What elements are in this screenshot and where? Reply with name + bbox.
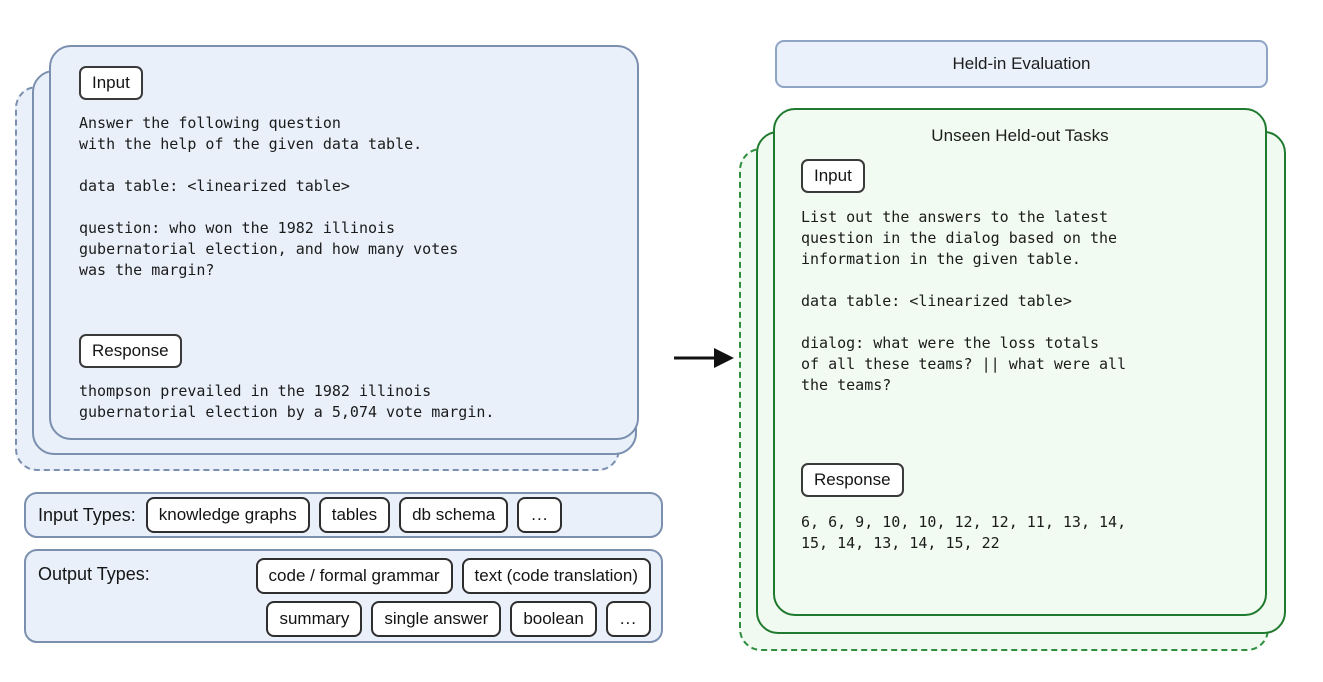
- output-types-panel: Output Types: code / formal grammar text…: [24, 549, 663, 643]
- right-input-text: List out the answers to the latest quest…: [801, 208, 1127, 394]
- output-type-text-code-translation[interactable]: text (code translation): [461, 558, 651, 594]
- right-input-chip: Input: [801, 159, 865, 193]
- left-response-chip: Response: [79, 334, 182, 368]
- left-stack-front-card: Input Answer the following question with…: [49, 45, 639, 440]
- unseen-held-out-tasks-title: Unseen Held-out Tasks: [931, 126, 1109, 145]
- right-response-text: 6, 6, 9, 10, 10, 12, 12, 11, 13, 14, 15,…: [801, 513, 1127, 552]
- input-type-knowledge-graphs[interactable]: knowledge graphs: [145, 497, 310, 533]
- output-types-label: Output Types:: [38, 564, 150, 584]
- left-input-chip: Input: [79, 66, 143, 100]
- input-types-panel: Input Types: knowledge graphs tables db …: [24, 492, 663, 538]
- output-type-single-answer[interactable]: single answer: [371, 601, 502, 637]
- output-type-summary[interactable]: summary: [266, 601, 363, 637]
- left-response-text: thompson prevailed in the 1982 illinois …: [79, 382, 495, 421]
- input-type-more[interactable]: ...: [517, 497, 563, 533]
- input-type-db-schema[interactable]: db schema: [399, 497, 509, 533]
- held-in-evaluation-banner: Held-in Evaluation: [775, 40, 1268, 88]
- output-types-row-2: summary single answer boolean ...: [158, 601, 651, 637]
- input-types-label: Input Types:: [38, 504, 136, 525]
- input-type-tables[interactable]: tables: [318, 497, 391, 533]
- input-types-row: knowledge graphs tables db schema ...: [145, 497, 651, 533]
- right-arrow-icon: [672, 343, 736, 373]
- output-type-boolean[interactable]: boolean: [510, 601, 597, 637]
- right-stack-front-card: Unseen Held-out Tasks Input List out the…: [773, 108, 1267, 616]
- output-type-more[interactable]: ...: [605, 601, 651, 637]
- output-type-code-formal-grammar[interactable]: code / formal grammar: [255, 558, 453, 594]
- output-types-row-1: code / formal grammar text (code transla…: [158, 558, 651, 594]
- left-input-text: Answer the following question with the h…: [79, 114, 459, 279]
- right-response-chip: Response: [801, 463, 904, 497]
